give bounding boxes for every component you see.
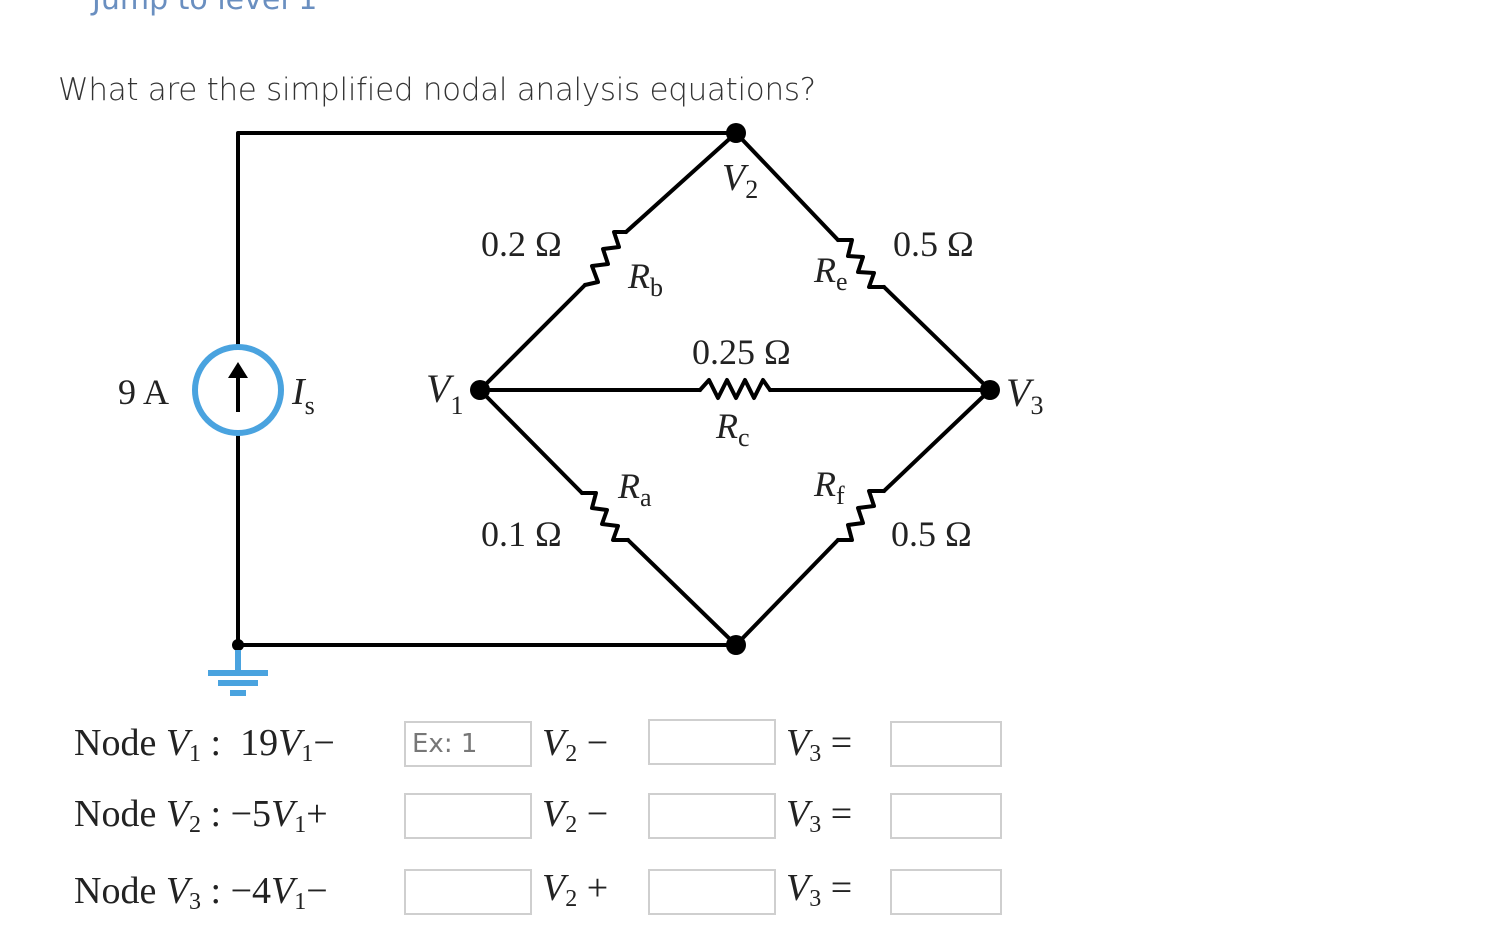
eq3-v2-term: V2 + bbox=[542, 867, 609, 912]
question-text: What are the simplified nodal analysis e… bbox=[58, 72, 816, 108]
resistor-rf bbox=[836, 489, 886, 542]
eq1-v3-coefficient-input[interactable] bbox=[648, 719, 776, 765]
jump-to-level-link[interactable]: Jump to level 1 bbox=[92, 0, 317, 17]
rc-name-label: Rc bbox=[715, 406, 750, 452]
source-name-label: Is bbox=[291, 371, 315, 420]
node-v1-dot bbox=[470, 380, 490, 400]
ground-junction-dot bbox=[232, 639, 244, 651]
eq1-v3-term: V3 = bbox=[786, 722, 853, 767]
re-name-label: Re bbox=[813, 250, 848, 296]
ra-value-label: 0.1 Ω bbox=[481, 514, 562, 554]
eq2-v2-coefficient-input[interactable] bbox=[404, 793, 532, 839]
top-wire bbox=[236, 131, 738, 347]
rb-name-label: Rb bbox=[627, 256, 663, 302]
node-v2-dot bbox=[726, 123, 746, 143]
node-v1-label: V1 bbox=[426, 366, 463, 420]
current-arrow-icon bbox=[228, 362, 248, 378]
eq2-v3-coefficient-input[interactable] bbox=[648, 793, 776, 839]
node-v2-label: V2 bbox=[722, 157, 758, 204]
rb-value-label: 0.2 Ω bbox=[481, 224, 562, 264]
rf-name-label: Rf bbox=[813, 464, 845, 510]
ra-name-label: Ra bbox=[617, 466, 652, 512]
resistor-re bbox=[836, 238, 886, 289]
eq2-v2-term: V2 − bbox=[542, 793, 609, 838]
rf-value-label: 0.5 Ω bbox=[891, 514, 972, 554]
re-value-label: 0.5 Ω bbox=[893, 224, 974, 264]
source-value-label: 9 A bbox=[118, 372, 169, 412]
resistor-rb bbox=[583, 230, 628, 287]
eq3-prefix: Node V3 : −4V1− bbox=[74, 870, 328, 915]
ground-icon bbox=[208, 650, 268, 696]
node-ground-dot bbox=[726, 635, 746, 655]
eq2-v3-term: V3 = bbox=[786, 793, 853, 838]
eq3-rhs-input[interactable] bbox=[890, 869, 1002, 915]
eq2-prefix: Node V2 : −5V1+ bbox=[74, 793, 328, 838]
eq1-v2-term: V2 − bbox=[542, 722, 609, 767]
eq3-v3-term: V3 = bbox=[786, 867, 853, 912]
rc-value-label: 0.25 Ω bbox=[692, 332, 791, 372]
eq3-v3-coefficient-input[interactable] bbox=[648, 869, 776, 915]
eq2-rhs-input[interactable] bbox=[890, 793, 1002, 839]
eq1-v2-coefficient-input[interactable] bbox=[404, 721, 532, 767]
resistor-rc bbox=[698, 378, 772, 400]
resistor-ra bbox=[580, 491, 630, 542]
eq1-prefix: Node V1 : 19V1− bbox=[74, 722, 335, 767]
node-v3-dot bbox=[980, 380, 1000, 400]
node-v3-label: V3 bbox=[1006, 370, 1043, 420]
eq1-rhs-input[interactable] bbox=[890, 721, 1002, 767]
eq3-v2-coefficient-input[interactable] bbox=[404, 869, 532, 915]
